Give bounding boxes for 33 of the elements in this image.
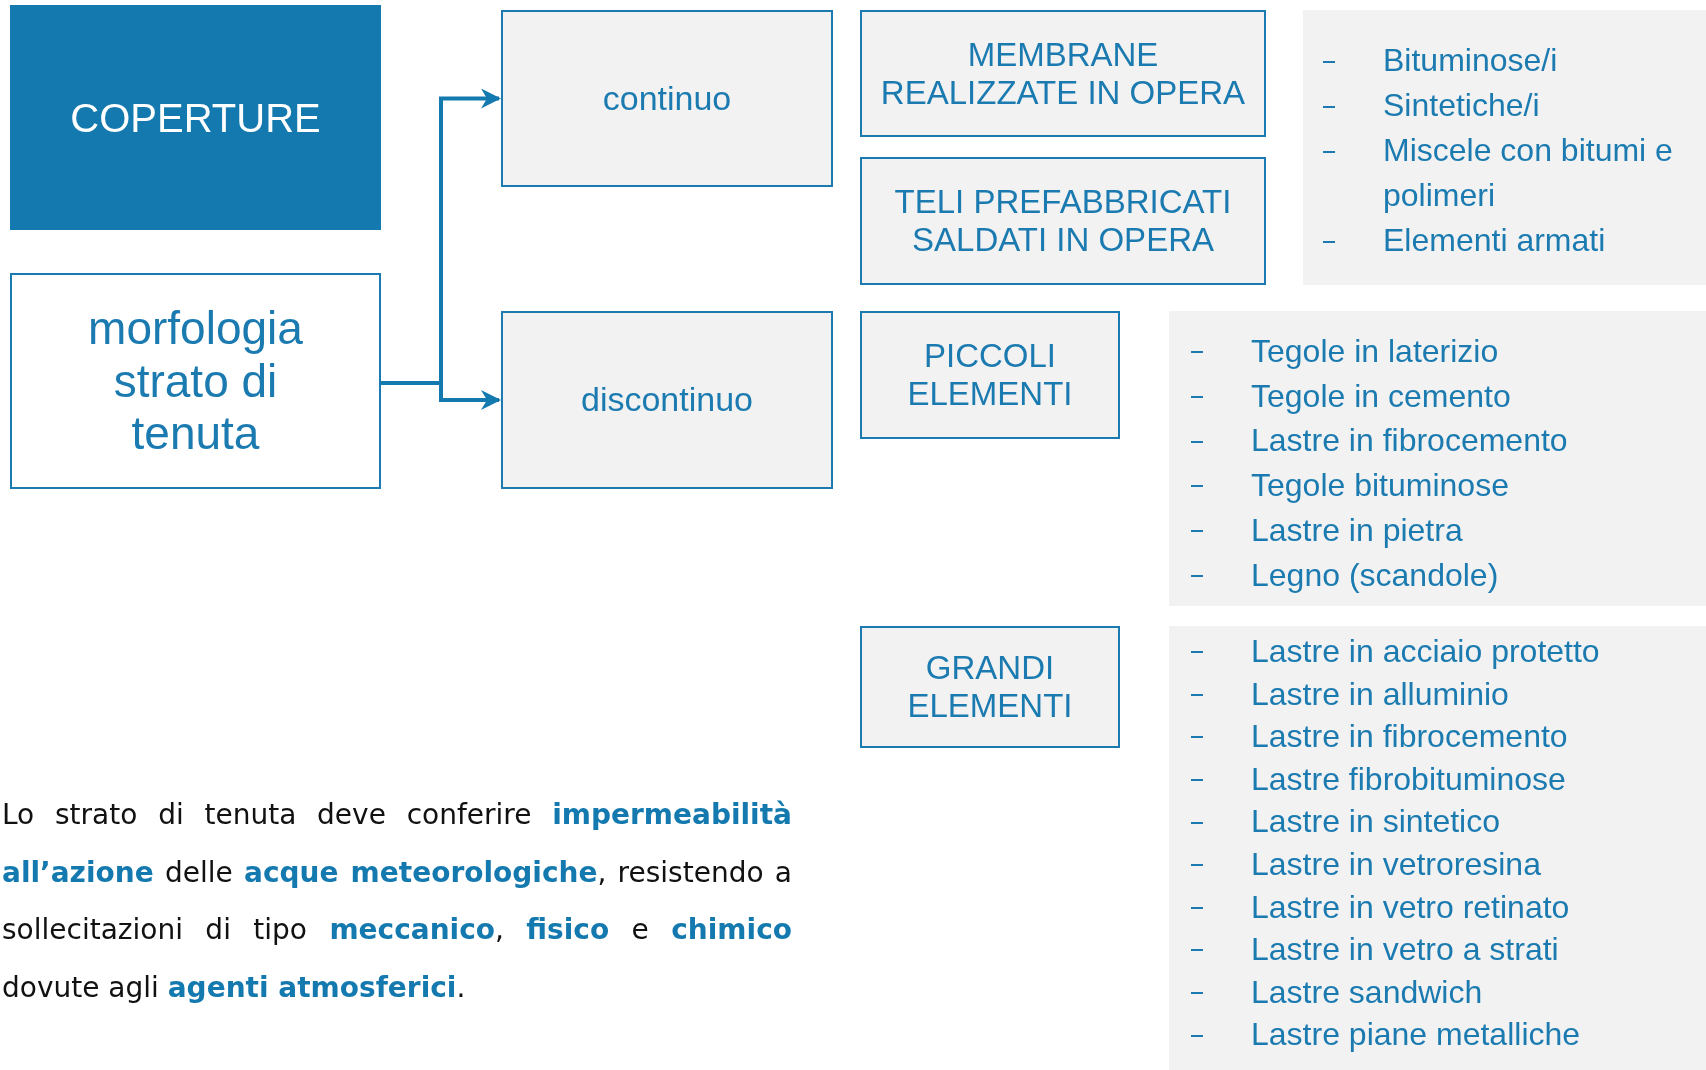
list-item: Lastre piane metalliche <box>1251 1015 1582 1055</box>
list-item: Lastre in fibrocemento <box>1251 421 1569 461</box>
type-box: TELI PREFABBRICATI SALDATI IN OPERA <box>860 157 1266 285</box>
item-list-panel <box>1303 10 1706 285</box>
list-item: Lastre in vetroresina <box>1251 844 1542 884</box>
category-box: discontinuo <box>501 311 833 489</box>
list-item: Lastre in pietra <box>1251 510 1464 550</box>
list-item: Lastre in alluminio <box>1251 674 1510 714</box>
connector-arrow <box>381 381 501 410</box>
list-item: Legno (scandole) <box>1251 555 1500 595</box>
list-item: Sintetiche/i <box>1383 86 1541 125</box>
item-list-panel <box>1169 626 1706 1070</box>
type-box: MEMBRANE REALIZZATE IN OPERA <box>860 10 1266 137</box>
list-item: Tegole bituminose <box>1251 466 1510 506</box>
list-item: Lastre in vetro a strati <box>1251 930 1560 970</box>
title-box: COPERTURE <box>10 5 381 230</box>
description-paragraph: Lo strato di tenuta deve conferire impermeabilità all’azione delle acque meteorologiche, resistendo a sollecitazioni di tipo meccanico, fisico e chimico dovute agli agenti atmosferici. <box>2 797 792 1006</box>
type-box: GRANDI ELEMENTI <box>860 626 1120 748</box>
list-item: Miscele con bitumi e polimeri <box>1383 131 1674 215</box>
list-item: Lastre in acciaio protetto <box>1251 632 1601 671</box>
type-box: PICCOLI ELEMENTI <box>860 311 1120 439</box>
list-item: Lastre fibrobituminose <box>1251 759 1567 799</box>
list-item: Bituminose/i <box>1383 41 1559 80</box>
list-item: Lastre in sintetico <box>1251 802 1501 842</box>
topic-box: morfologia strato di tenuta <box>10 273 381 489</box>
list-item: Tegole in laterizio <box>1251 332 1500 371</box>
item-list-panel <box>1169 311 1706 606</box>
list-item: Elementi armati <box>1383 221 1607 260</box>
category-box: continuo <box>501 10 833 187</box>
list-item: Tegole in cemento <box>1251 376 1512 416</box>
list-item: Lastre in fibrocemento <box>1251 717 1569 757</box>
list-item: Lastre sandwich <box>1251 972 1484 1012</box>
list-item: Lastre in vetro retinato <box>1251 887 1571 927</box>
